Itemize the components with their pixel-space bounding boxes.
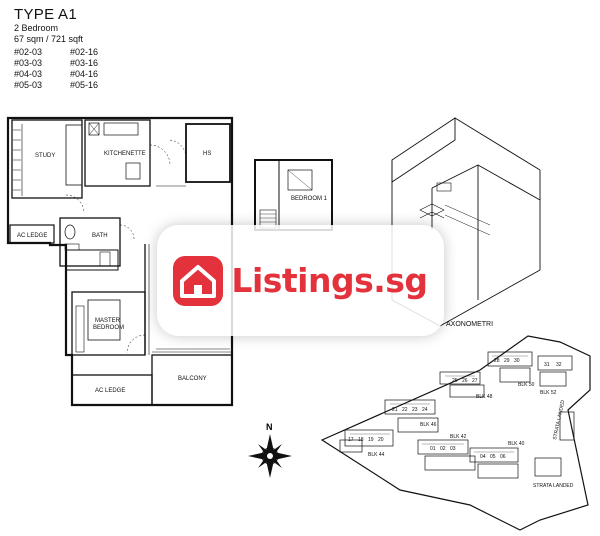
house-logo-icon: [173, 255, 224, 306]
kitchenette-label: KITCHENETTE: [104, 151, 146, 157]
site-unit-number: 18: [358, 437, 364, 443]
bedroom-count: 2 Bedroom: [14, 23, 59, 33]
site-unit-number: 20: [378, 437, 384, 443]
site-unit-number: 03: [450, 446, 456, 452]
unit-row: #05-03 #05-16: [14, 80, 126, 91]
master-bedroom-label-line2: BEDROOM: [93, 325, 124, 331]
unit-row: #03-03 #03-16: [14, 58, 126, 69]
unit-type-title: TYPE A1: [14, 6, 77, 23]
study-desk: [65, 124, 83, 186]
compass-north-label: N: [266, 422, 273, 432]
axonometric-label: AXONOMETRI: [446, 321, 493, 328]
site-unit-number: 23: [412, 407, 418, 413]
site-unit-number: 27: [472, 378, 478, 384]
block-label: BLK 44: [368, 452, 385, 458]
master-bedroom-label-line1: MASTER: [95, 318, 121, 324]
block-label: BLK 52: [540, 390, 557, 396]
ac-ledge-top-label: AC LEDGE: [17, 233, 47, 239]
loft-bed: [287, 169, 313, 191]
building-blocks: [339, 351, 575, 479]
site-unit-number: 02: [440, 446, 446, 452]
unit-number: #05-03: [14, 80, 43, 90]
unit-row: #04-03 #04-16: [14, 69, 126, 80]
site-unit-number: 05: [490, 454, 496, 460]
site-unit-number: 30: [514, 358, 520, 364]
floor-plan: [6, 116, 234, 407]
site-unit-number: 25: [452, 378, 458, 384]
unit-header: TYPE A1 2 Bedroom 67 sqm / 721 sqft: [14, 6, 83, 45]
unit-number: #04-03: [14, 69, 43, 79]
block-label: BLK 40: [508, 441, 525, 447]
site-unit-number: 22: [402, 407, 408, 413]
strata-landed-side-label: STRATA LANDED: [552, 399, 566, 440]
unit-number: #02-16: [70, 47, 99, 57]
bedroom-1-label: BEDROOM 1: [291, 196, 328, 202]
unit-number: #03-16: [70, 58, 99, 68]
unit-number: #02-03: [14, 47, 43, 57]
site-unit-number: 29: [504, 358, 510, 364]
north-compass: [248, 434, 292, 478]
site-unit-number: 01: [430, 446, 436, 452]
master-bedroom-room: [71, 291, 146, 356]
site-unit-number: 31: [544, 362, 550, 368]
site-unit-number: 21: [392, 407, 398, 413]
site-unit-number: 06: [500, 454, 506, 460]
site-unit-number: 19: [368, 437, 374, 443]
block-label: BLK 48: [476, 394, 493, 400]
floor-plan-labels: STUDY KITCHENETTE HS AC LEDGE BATH MASTE…: [17, 151, 328, 394]
block-label: BLK 50: [518, 382, 535, 388]
unit-row: #02-03 #02-16: [14, 47, 126, 58]
block-label: BLK 46: [420, 422, 437, 428]
bath-label: BATH: [92, 233, 108, 239]
block-label: BLK 42: [450, 434, 467, 440]
study-label: STUDY: [35, 153, 55, 159]
ac-ledge-bottom-label: AC LEDGE: [95, 388, 125, 394]
strata-landed-label: STRATA LANDED: [533, 483, 574, 489]
site-plan: [320, 335, 591, 531]
unit-number: #03-03: [14, 58, 43, 68]
site-unit-number: 26: [462, 378, 468, 384]
balcony-area: [151, 354, 233, 406]
watermark-brand-text: Listings.sg: [231, 261, 428, 300]
stove: [125, 162, 141, 180]
unit-number: #04-16: [70, 69, 99, 79]
unit-number: #05-16: [70, 80, 99, 90]
ac-ledge-top: [9, 224, 55, 244]
study-room: [11, 119, 83, 199]
bath-room: [59, 217, 121, 267]
site-unit-number: 28: [494, 358, 500, 364]
unit-number-list: #02-03 #02-16 #03-03 #03-16 #04-03 #04-16 #…: [14, 47, 126, 91]
listings-watermark: Listings.sg: [157, 225, 444, 336]
site-unit-number: 24: [422, 407, 428, 413]
site-unit-number: 17: [348, 437, 354, 443]
washing-area: [65, 249, 119, 271]
household-shelter: [185, 123, 231, 183]
loft-bedroom-plan: [254, 159, 333, 231]
site-unit-number: 04: [480, 454, 486, 460]
study-shelving: [13, 129, 21, 191]
balcony-label: BALCONY: [178, 376, 207, 382]
hs-label: HS: [203, 151, 211, 157]
unit-area: 67 sqm / 721 sqft: [14, 34, 84, 44]
master-bed: [87, 299, 121, 341]
site-unit-number: 32: [556, 362, 562, 368]
kitchenette-room: [84, 119, 151, 187]
